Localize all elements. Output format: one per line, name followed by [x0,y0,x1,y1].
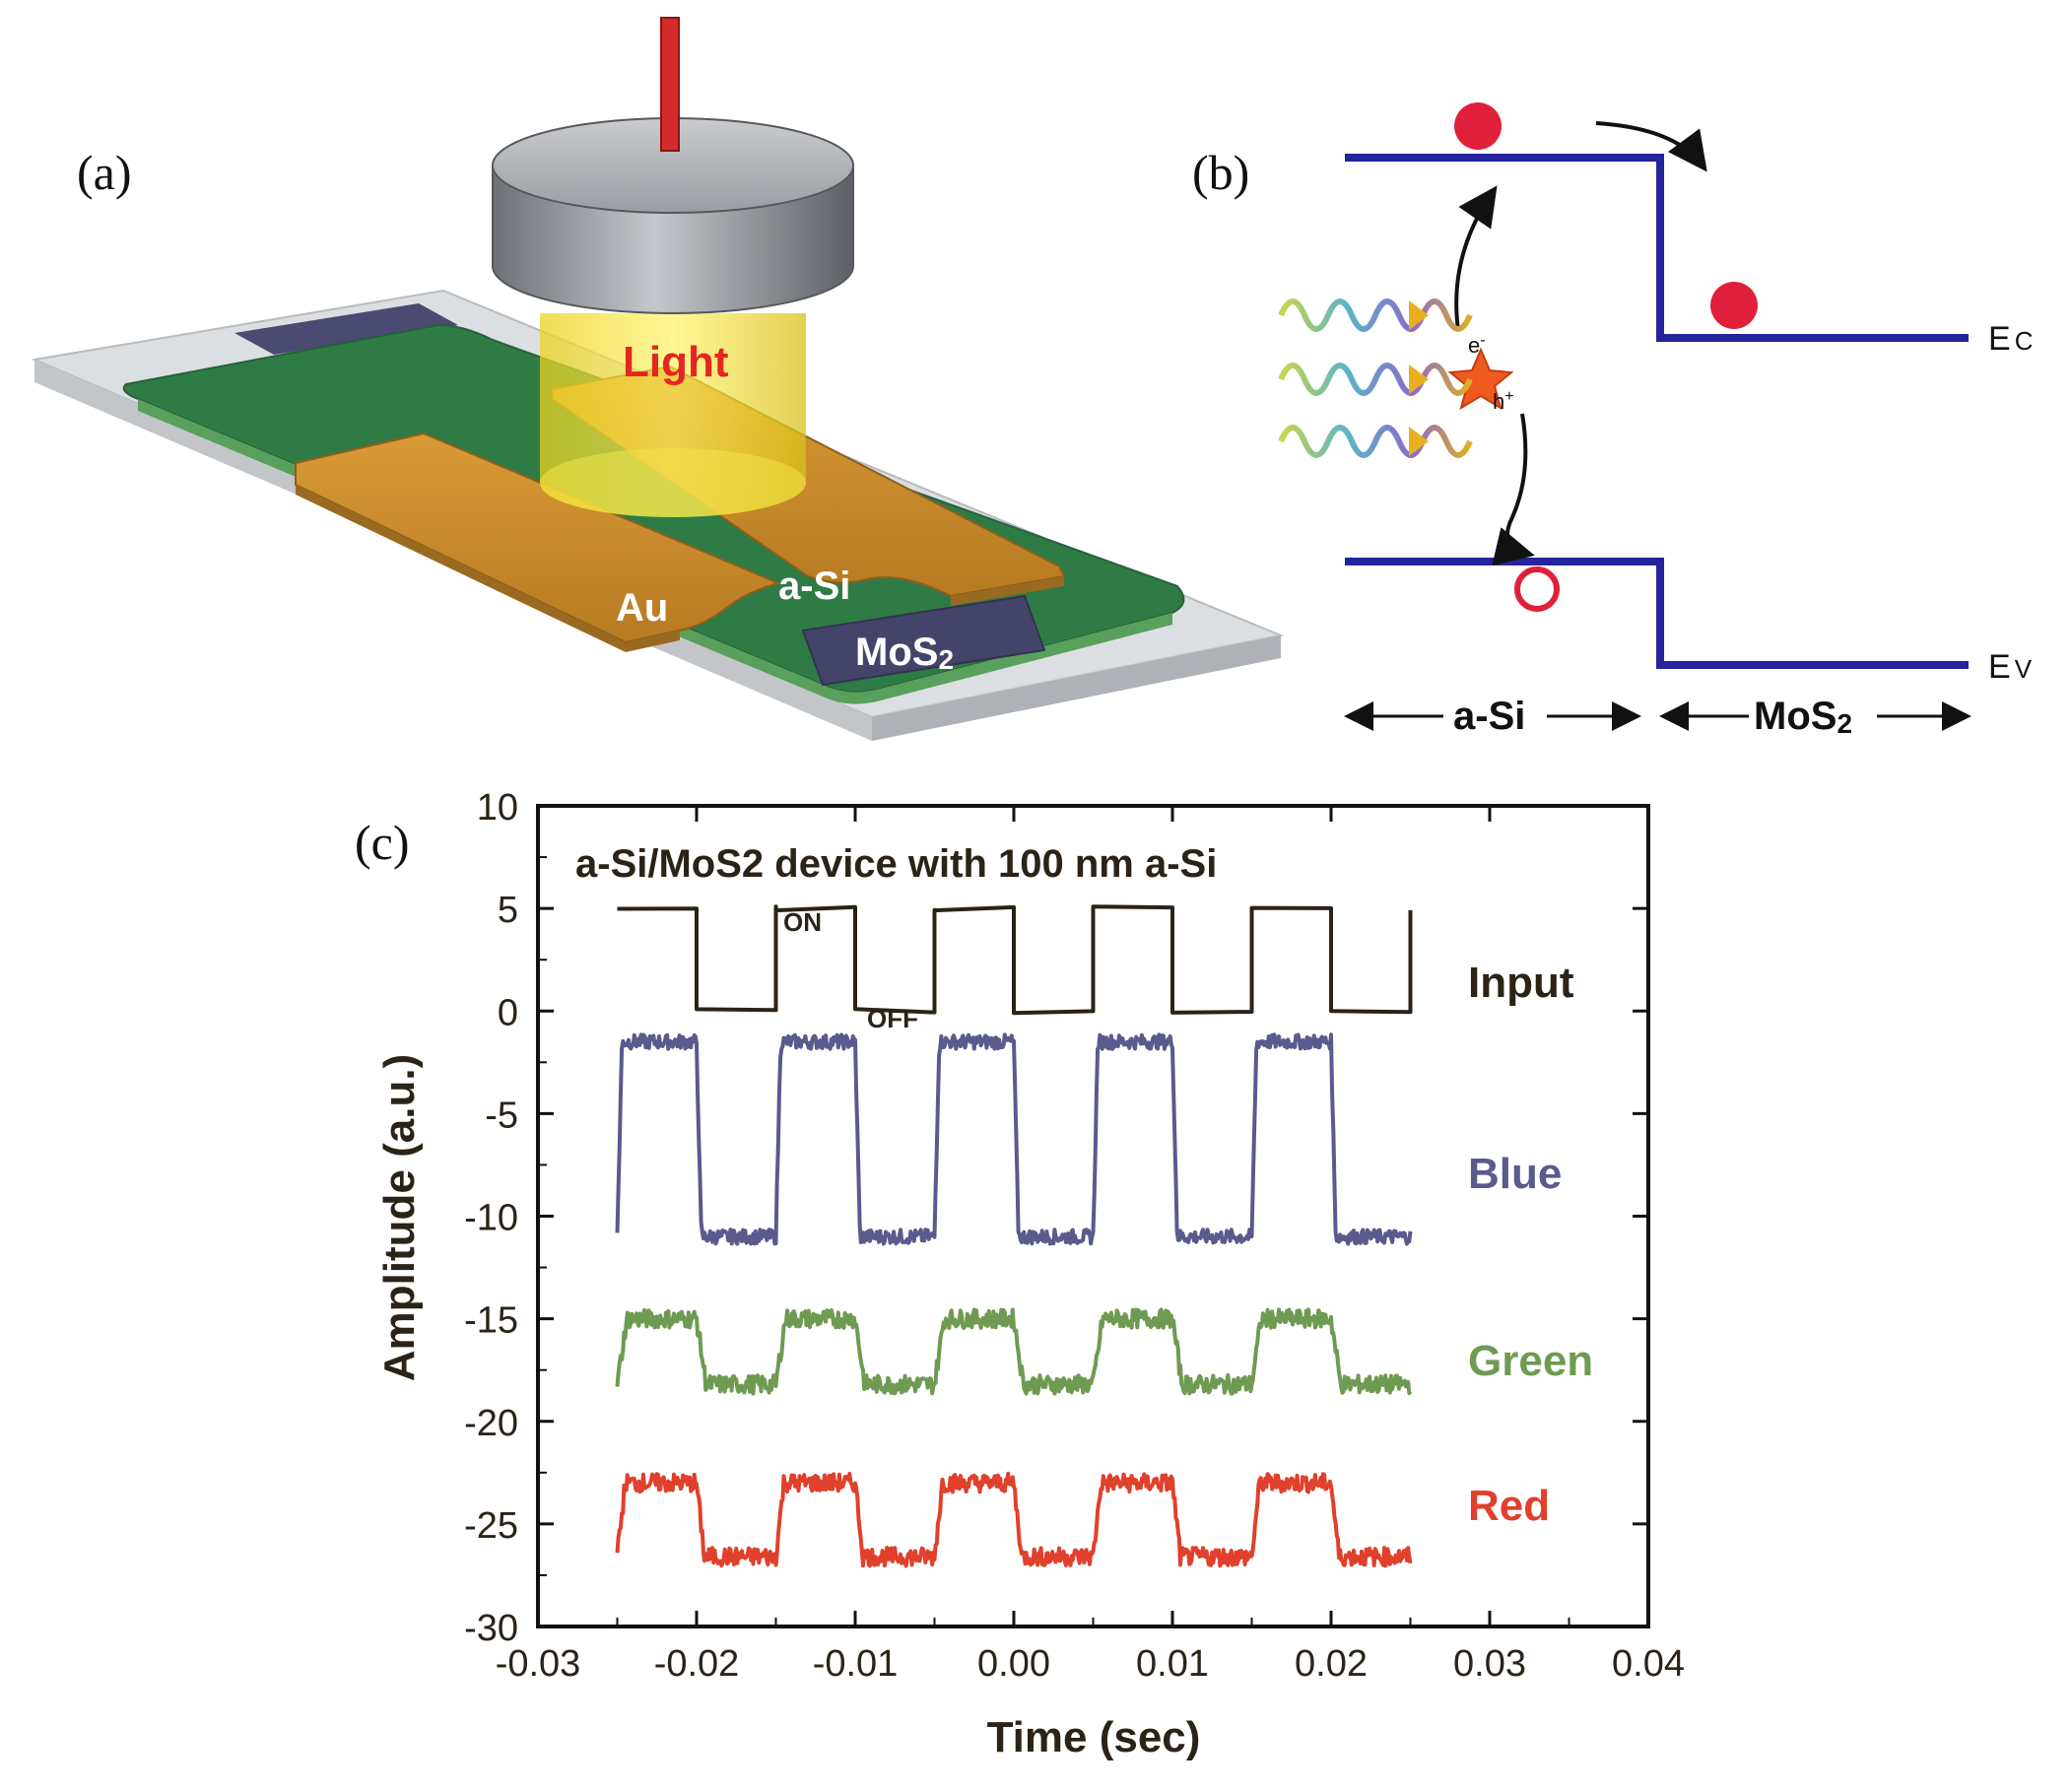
x-tick-label: -0.02 [654,1643,740,1685]
photon-waves-icon [1278,299,1473,458]
light-beam-base [540,448,806,517]
x-tick-label: 0.01 [1136,1643,1209,1685]
electron-asi [1454,102,1502,150]
series-label-green: Green [1468,1337,1593,1385]
series-label-red: Red [1468,1482,1550,1530]
light-label: Light [623,338,729,386]
substrate-side [872,635,1281,741]
y-tick-label: 5 [498,890,518,931]
mos2-region-label: MoS2 [1754,695,1852,739]
au-right-electrode-edge [951,576,1064,606]
y-tick-label: -20 [464,1403,518,1444]
electron-mos2 [1710,282,1758,329]
conduction-band [1345,154,1969,342]
asi-region-label: a-Si [1453,695,1525,738]
optical-fiber [660,17,680,152]
panel-a: (a) Light Au a-Si MoS2 [31,17,1285,741]
mos2-label: MoS2 [855,631,954,675]
hole-excitation-arrow [1492,413,1535,566]
y-tick-label: -30 [464,1608,518,1649]
exciton-star-icon [1447,347,1514,411]
x-tick-label: 0.04 [1612,1643,1685,1685]
y-tick-label: 10 [477,787,518,829]
y-axis-label: Amplitude (a.u.) [375,1054,424,1381]
series-label-input: Input [1468,959,1574,1007]
x-tick-label: 0.02 [1295,1643,1368,1685]
au-label: Au [616,586,668,630]
asi-label: a-Si [778,564,850,608]
on-label: ON [783,907,822,937]
hole-asi [1514,566,1560,612]
panel-b-label: (b) [1192,145,1249,200]
mos2-back-strip [234,303,458,355]
mos2-front-strip [801,594,1046,687]
series-lines [615,904,1413,1568]
x-tick-label: -0.01 [813,1643,899,1685]
y-axis-ticks: 10 5 0 -5 -10 -15 -20 -25 -30 [464,787,1648,1649]
y-tick-label: 0 [498,992,518,1033]
electron-label: e- [1468,332,1486,358]
valence-band [1345,558,1969,669]
au-left-electrode [295,431,782,644]
series-line-input [617,904,1413,1016]
y-tick-label: -5 [485,1095,518,1136]
series-line-green [615,1307,1413,1396]
off-label: OFF [867,1004,918,1033]
x-tick-label: 0.00 [977,1643,1050,1685]
y-tick-label: -10 [464,1198,518,1239]
y-tick-label: -15 [464,1300,518,1342]
x-axis-label: Time (sec) [987,1713,1201,1761]
series-line-red [615,1471,1413,1568]
x-tick-label: 0.03 [1453,1643,1526,1685]
hole-label: h+ [1493,388,1514,414]
electron-excitation-arrow [1454,185,1498,331]
x-tick-label: -0.03 [496,1643,581,1685]
panel-a-label: (a) [77,145,132,200]
series-line-blue [615,1032,1413,1246]
chart-title: a-Si/MoS2 device with 100 nm a-Si [575,842,1217,886]
panel-c-label: (c) [355,815,410,870]
x-axis-ticks: -0.03 -0.02 -0.01 0.00 0.01 0.02 0.03 0.04 [496,806,1685,1685]
transfer-arrow [1595,121,1707,172]
y-tick-label: -25 [464,1505,518,1547]
series-label-blue: Blue [1468,1150,1562,1198]
